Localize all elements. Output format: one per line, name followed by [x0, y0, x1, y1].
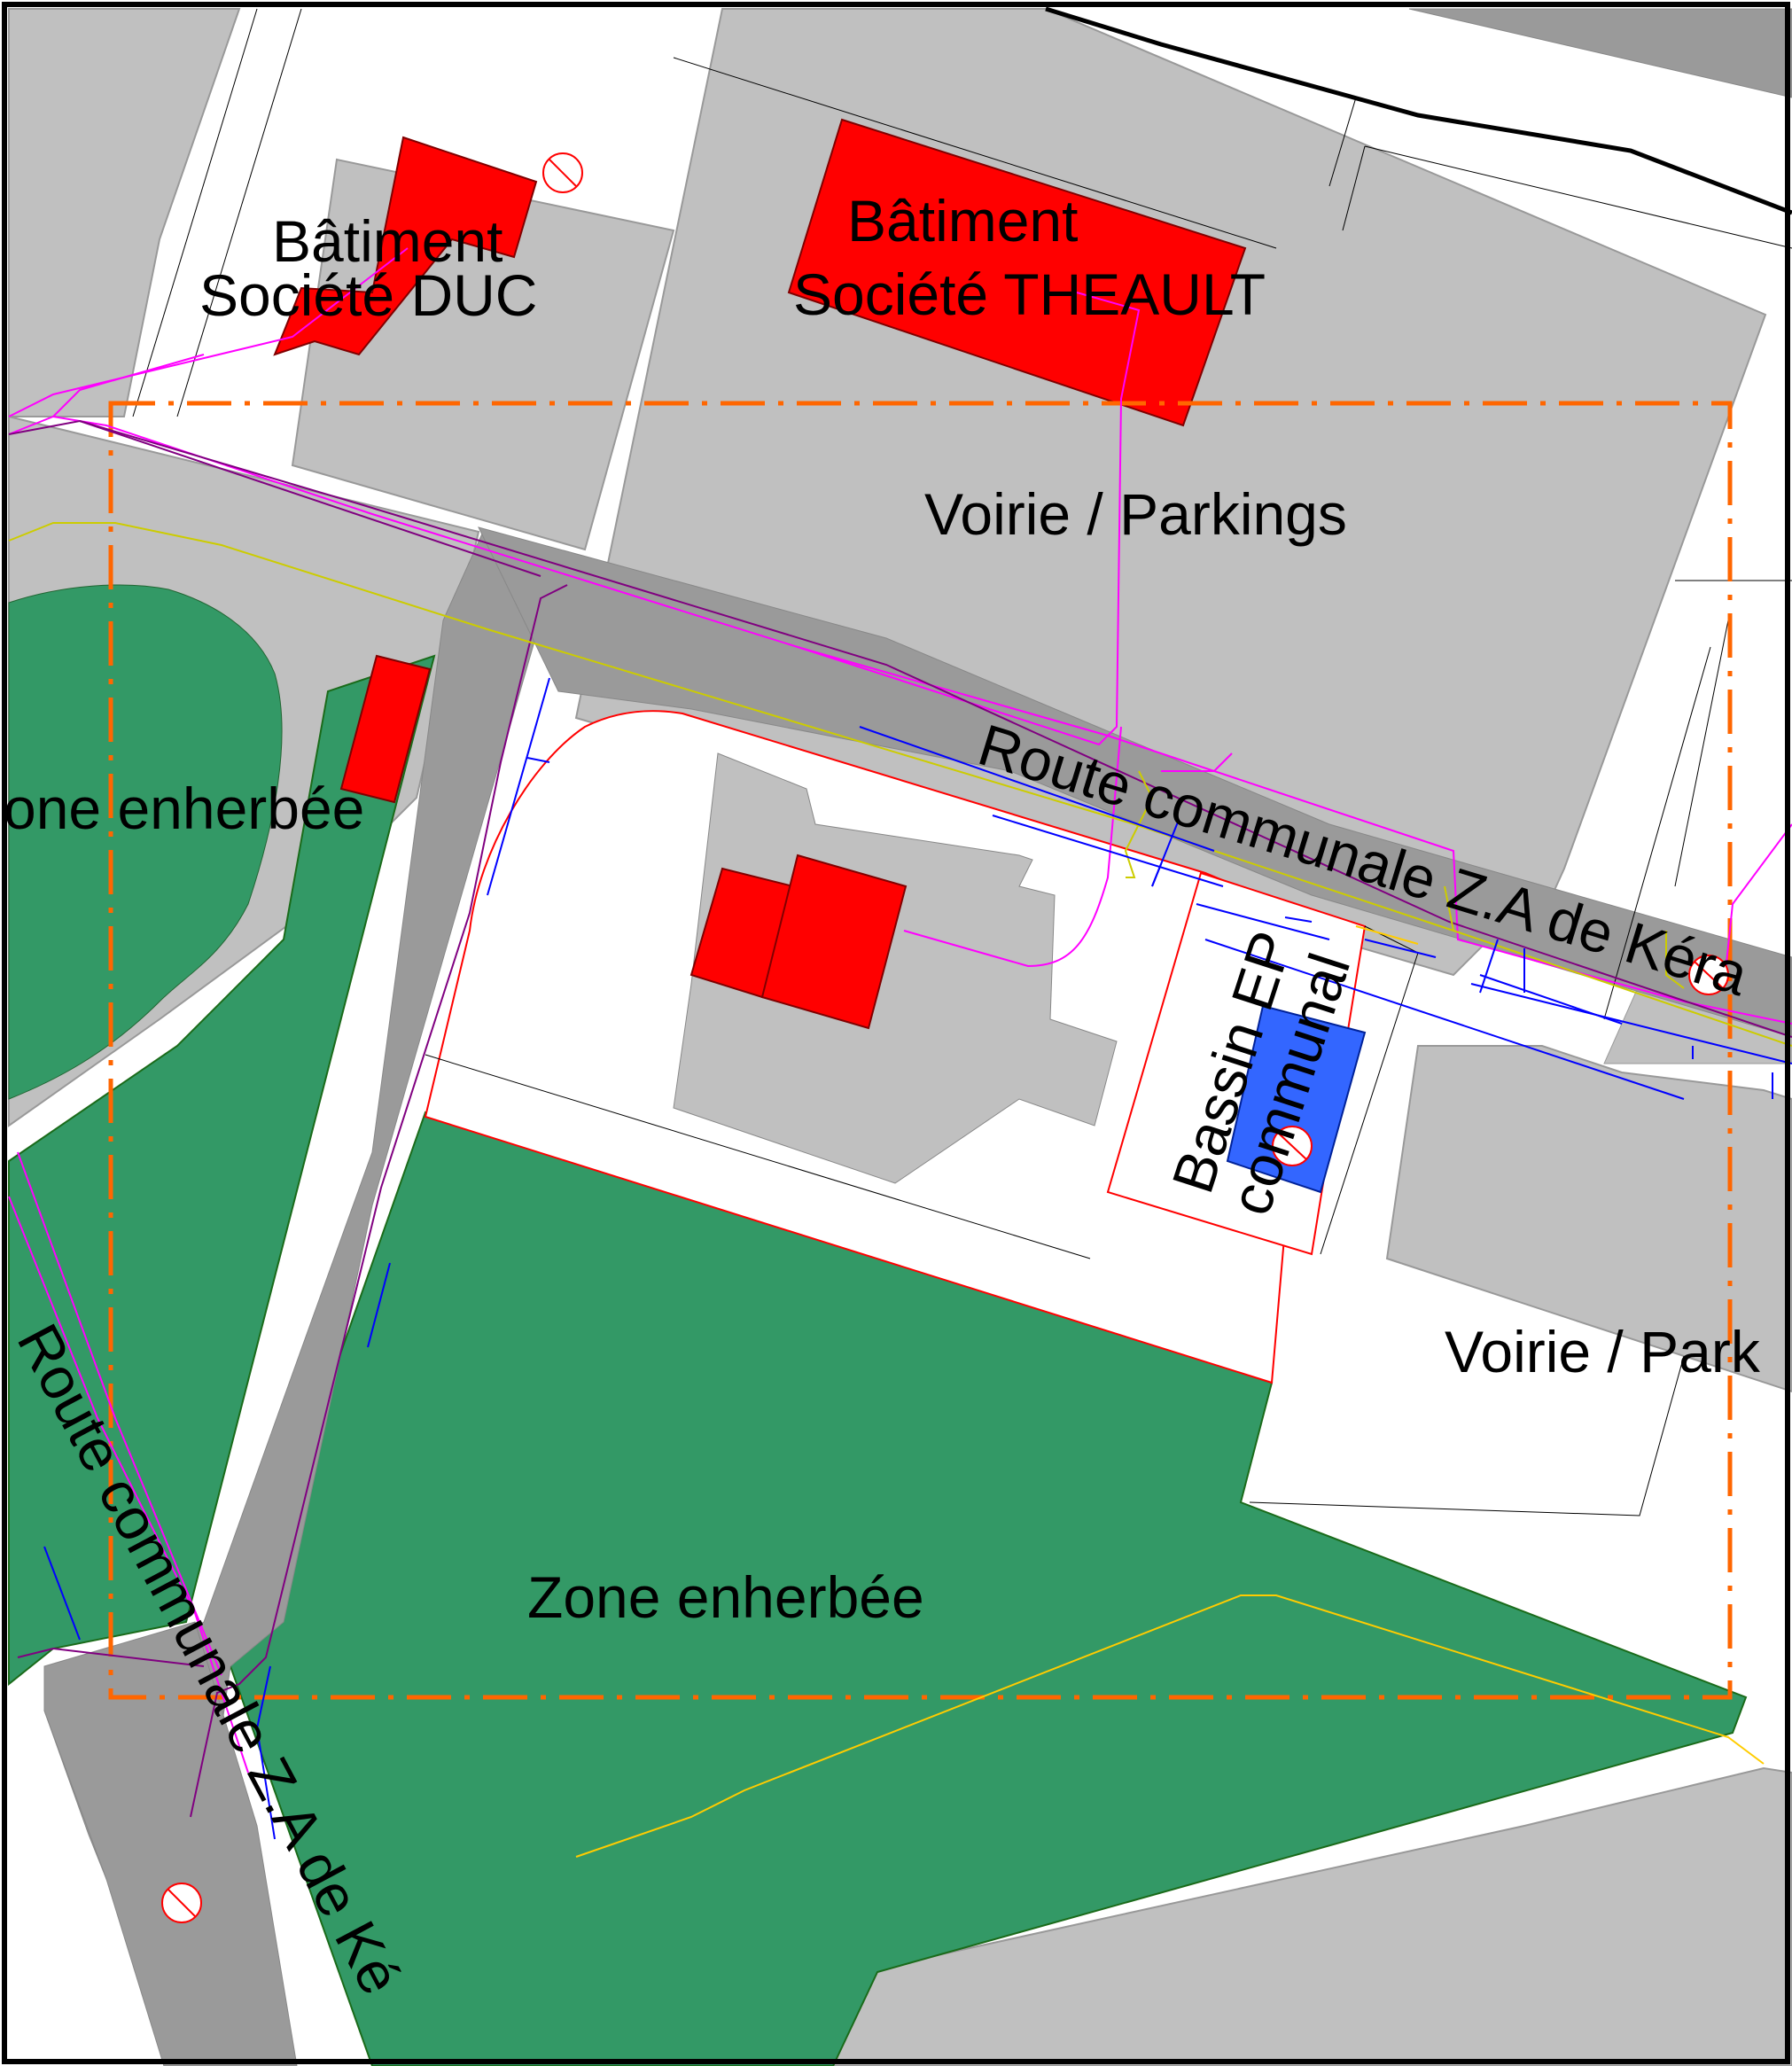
- grass-zone-west: [8, 584, 283, 1100]
- parking-east-label: Voirie / Park: [1445, 1319, 1761, 1384]
- building-theault-label-line1: Bâtiment: [847, 188, 1078, 253]
- site-perimeter: [108, 401, 1733, 1700]
- parcel-lines: [132, 8, 1792, 1516]
- gas-network: [8, 419, 1792, 1818]
- paved-east-block: [1385, 1045, 1792, 1393]
- lighting-network: [575, 925, 1765, 1858]
- building-theault-label-line2: Société THEAULT: [793, 261, 1266, 327]
- road-northeast: [1408, 8, 1792, 98]
- sewer-network: [43, 677, 1792, 1840]
- hydrant-icon: [1272, 1126, 1313, 1166]
- building-small-west: [339, 654, 432, 804]
- paved-south-block: [831, 1766, 1792, 2066]
- building-duc-label-line1: Bâtiment: [272, 208, 503, 274]
- building-central-right: [760, 854, 908, 1030]
- hydrant-icon: [1688, 955, 1729, 995]
- central-lot-paved: [673, 752, 1118, 1184]
- paved-northwest: [8, 8, 241, 417]
- road-west-lower: [43, 1621, 298, 2066]
- grass-zone-west-lower: [8, 654, 436, 1687]
- grass-south-label: Zone enherbée: [527, 1564, 924, 1630]
- building-duc-label-line2: Société DUC: [199, 262, 537, 328]
- hydrant-icon: [542, 152, 583, 193]
- boundary-top: [1045, 6, 1792, 215]
- grass-west-label: one enherbée: [4, 776, 364, 841]
- hydrant-icon: [161, 1883, 202, 1923]
- power-network: [8, 522, 1792, 1047]
- grass-zone-south: [229, 1111, 1748, 2066]
- basin-ep-communal: [1226, 1004, 1367, 1194]
- parking-north-label: Voirie / Parkings: [924, 481, 1347, 547]
